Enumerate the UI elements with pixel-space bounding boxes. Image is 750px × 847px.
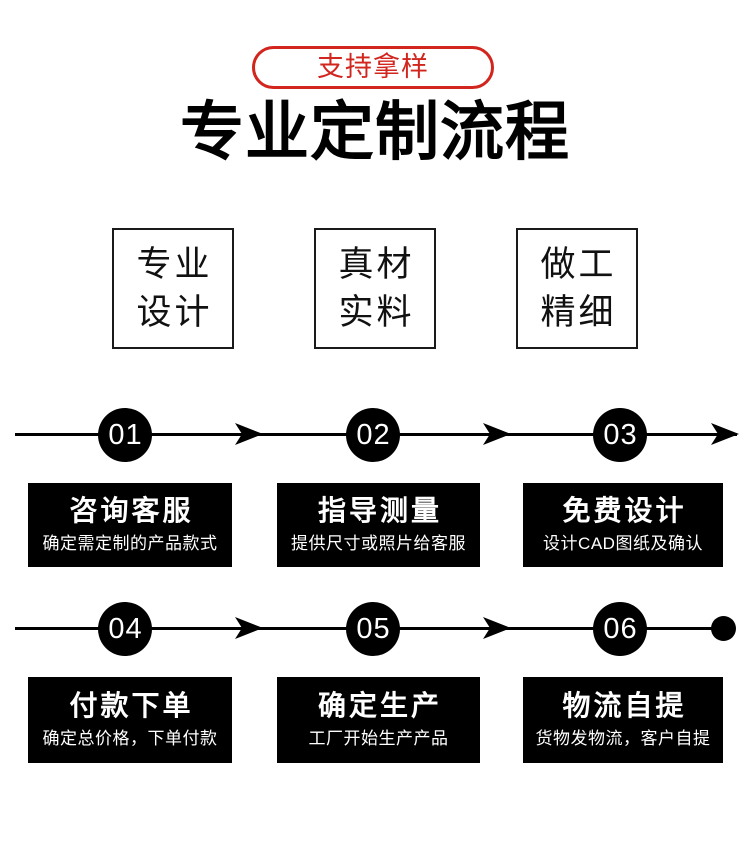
feature-box-fine-workmanship: 做工 精细 — [516, 228, 638, 349]
step-number: 06 — [603, 612, 638, 645]
step-card-title: 物流自提 — [562, 690, 687, 722]
step-card-free-design: 免费设计 设计CAD图纸及确认 — [523, 483, 723, 567]
step-card-production: 确定生产 工厂开始生产产品 — [277, 677, 480, 763]
step-card-desc: 工厂开始生产产品 — [308, 729, 449, 749]
sample-support-badge: 支持拿样 — [252, 46, 494, 89]
step-card-desc: 货物发物流，客户自提 — [535, 729, 711, 749]
feature-line: 实料 — [338, 292, 415, 332]
feature-line: 真材 — [338, 245, 415, 285]
arrow-right-icon — [711, 423, 739, 445]
flow-row-1: 01 02 03 — [0, 400, 750, 470]
step-card-desc: 确定总价格，下单付款 — [42, 729, 218, 749]
step-number: 04 — [108, 612, 143, 645]
arrow-right-icon — [235, 617, 263, 639]
step-number: 01 — [108, 418, 143, 451]
feature-box-real-materials: 真材 实料 — [314, 228, 436, 349]
step-card-title: 确定生产 — [317, 690, 442, 722]
arrow-right-icon — [483, 617, 511, 639]
step-card-title: 免费设计 — [562, 495, 687, 527]
flow-end-dot — [711, 616, 736, 641]
step-card-desc: 设计CAD图纸及确认 — [543, 534, 703, 554]
flow-row-2: 04 05 06 — [0, 594, 750, 664]
step-card-desc: 确定需定制的产品款式 — [42, 534, 218, 554]
feature-line: 精细 — [540, 292, 617, 332]
step-number: 02 — [356, 418, 391, 451]
feature-box-professional-design: 专业 设计 — [112, 228, 234, 349]
arrow-right-icon — [483, 423, 511, 445]
step-card-logistics: 物流自提 货物发物流，客户自提 — [523, 677, 723, 763]
step-number: 05 — [356, 612, 391, 645]
step-card-title: 咨询客服 — [69, 495, 194, 527]
feature-line: 做工 — [540, 245, 617, 285]
step-circle-02: 02 — [346, 408, 400, 462]
step-number: 03 — [603, 418, 638, 451]
step-card-consult: 咨询客服 确定需定制的产品款式 — [28, 483, 232, 567]
feature-line: 专业 — [136, 245, 213, 285]
step-circle-05: 05 — [346, 602, 400, 656]
arrow-right-icon — [235, 423, 263, 445]
step-card-title: 指导测量 — [317, 495, 442, 527]
step-circle-06: 06 — [593, 602, 647, 656]
page-title: 专业定制流程 — [180, 96, 570, 168]
feature-line: 设计 — [136, 292, 213, 332]
step-circle-03: 03 — [593, 408, 647, 462]
step-card-title: 付款下单 — [69, 690, 194, 722]
feature-box-row: 专业 设计 真材 实料 做工 精细 — [0, 228, 750, 349]
step-circle-01: 01 — [98, 408, 152, 462]
step-card-payment: 付款下单 确定总价格，下单付款 — [28, 677, 232, 763]
step-circle-04: 04 — [98, 602, 152, 656]
step-card-desc: 提供尺寸或照片给客服 — [291, 534, 466, 554]
step-card-measure: 指导测量 提供尺寸或照片给客服 — [277, 483, 480, 567]
sample-support-badge-label: 支持拿样 — [317, 52, 429, 82]
